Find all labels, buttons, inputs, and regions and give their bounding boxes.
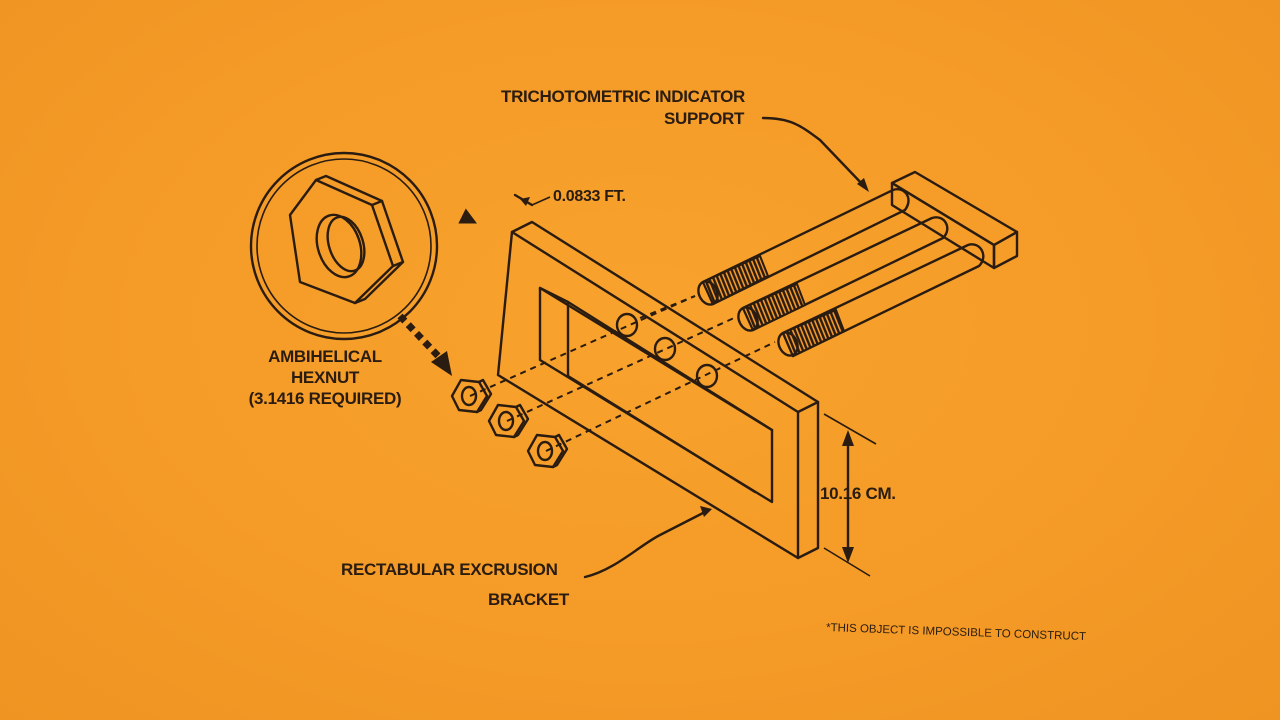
bracket-icon (496, 220, 820, 560)
leader-lines (583, 116, 869, 579)
thickness-dimension-label: 0.0833 FT. (553, 188, 626, 205)
footnote: *THIS OBJECT IS IMPOSSIBLE TO CONSTRUCT (826, 622, 1086, 643)
trichotometric-line2: SUPPORT (664, 109, 745, 128)
bracket-line2: BRACKET (488, 590, 570, 609)
thickness-dimension-lines (458, 193, 551, 224)
bracket-label: RECTABULAR EXCRUSION BRACKET (341, 560, 570, 609)
hexnut-detail-icon (249, 151, 439, 341)
hexnut-line3: (3.1416 REQUIRED) (249, 389, 402, 408)
threaded-rod-icon (697, 170, 1019, 358)
hexnut-line1: AMBIHELICAL (268, 347, 382, 366)
hexnut-line2: HEXNUT (291, 368, 360, 387)
alignment-lines (469, 295, 776, 452)
height-dimension-lines (823, 413, 877, 577)
hexnut-icon (450, 378, 569, 469)
height-dimension-label: 10.16 CM. (820, 484, 896, 503)
trichotometric-label: TRICHOTOMETRIC INDICATOR SUPPORT (501, 87, 745, 128)
hexnut-label: AMBIHELICAL HEXNUT (3.1416 REQUIRED) (249, 347, 402, 408)
trichotometric-line1: TRICHOTOMETRIC INDICATOR (501, 87, 745, 106)
detail-callout-arrow (397, 313, 452, 376)
bracket-line1: RECTABULAR EXCRUSION (341, 560, 558, 579)
